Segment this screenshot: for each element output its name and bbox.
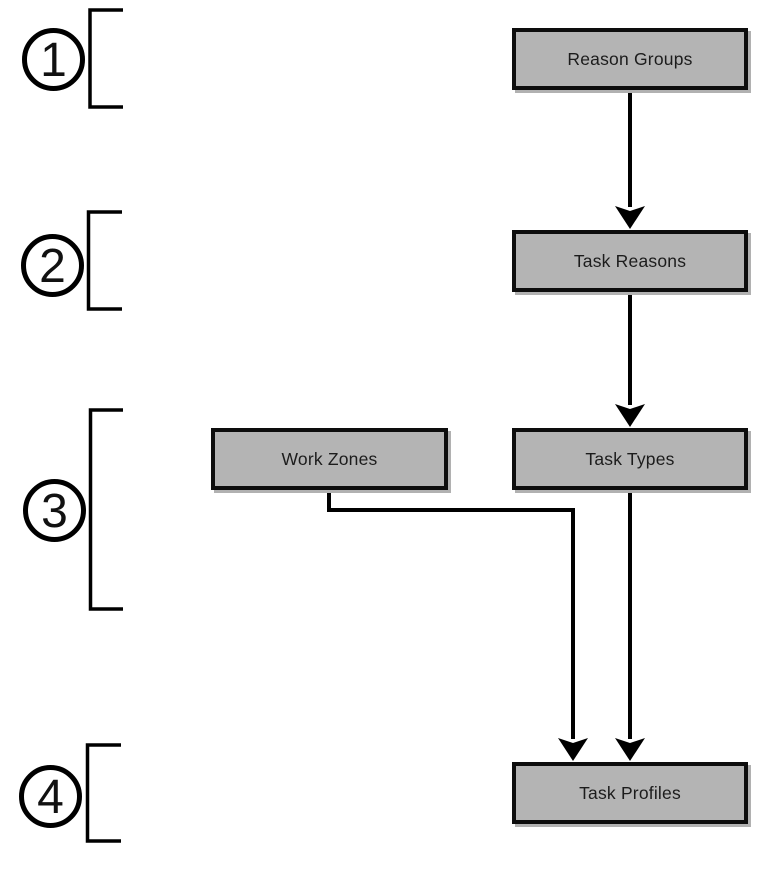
node-task-reasons: Task Reasons — [512, 230, 748, 292]
step-badge-2: 2 — [21, 234, 84, 297]
bracket-step-1 — [88, 8, 123, 109]
step-badge-4: 4 — [19, 765, 82, 828]
node-task-profiles-label: Task Profiles — [579, 782, 681, 803]
node-reason-groups: Reason Groups — [512, 28, 748, 90]
arrow-task-types-to-task-profiles — [615, 489, 645, 761]
step-number-3: 3 — [41, 484, 68, 538]
step-number-1: 1 — [40, 33, 67, 87]
step-badge-1: 1 — [22, 28, 85, 91]
arrow-task-reasons-to-task-types — [615, 291, 645, 427]
node-reason-groups-label: Reason Groups — [567, 48, 693, 69]
node-task-reasons-label: Task Reasons — [573, 250, 687, 271]
node-task-types: Task Types — [512, 428, 748, 490]
node-work-zones: Work Zones — [211, 428, 448, 490]
arrow-work-zones-to-task-profiles — [327, 489, 588, 761]
step-number-4: 4 — [37, 770, 64, 824]
bracket-step-2 — [86, 210, 122, 311]
node-work-zones-label: Work Zones — [281, 448, 378, 469]
step-badge-3: 3 — [23, 479, 86, 542]
bracket-step-4 — [85, 743, 121, 843]
node-task-profiles: Task Profiles — [512, 762, 748, 824]
bracket-step-3 — [88, 408, 123, 611]
node-task-types-label: Task Types — [585, 448, 675, 469]
arrow-reason-groups-to-task-reasons — [615, 89, 645, 229]
step-number-2: 2 — [39, 239, 66, 293]
